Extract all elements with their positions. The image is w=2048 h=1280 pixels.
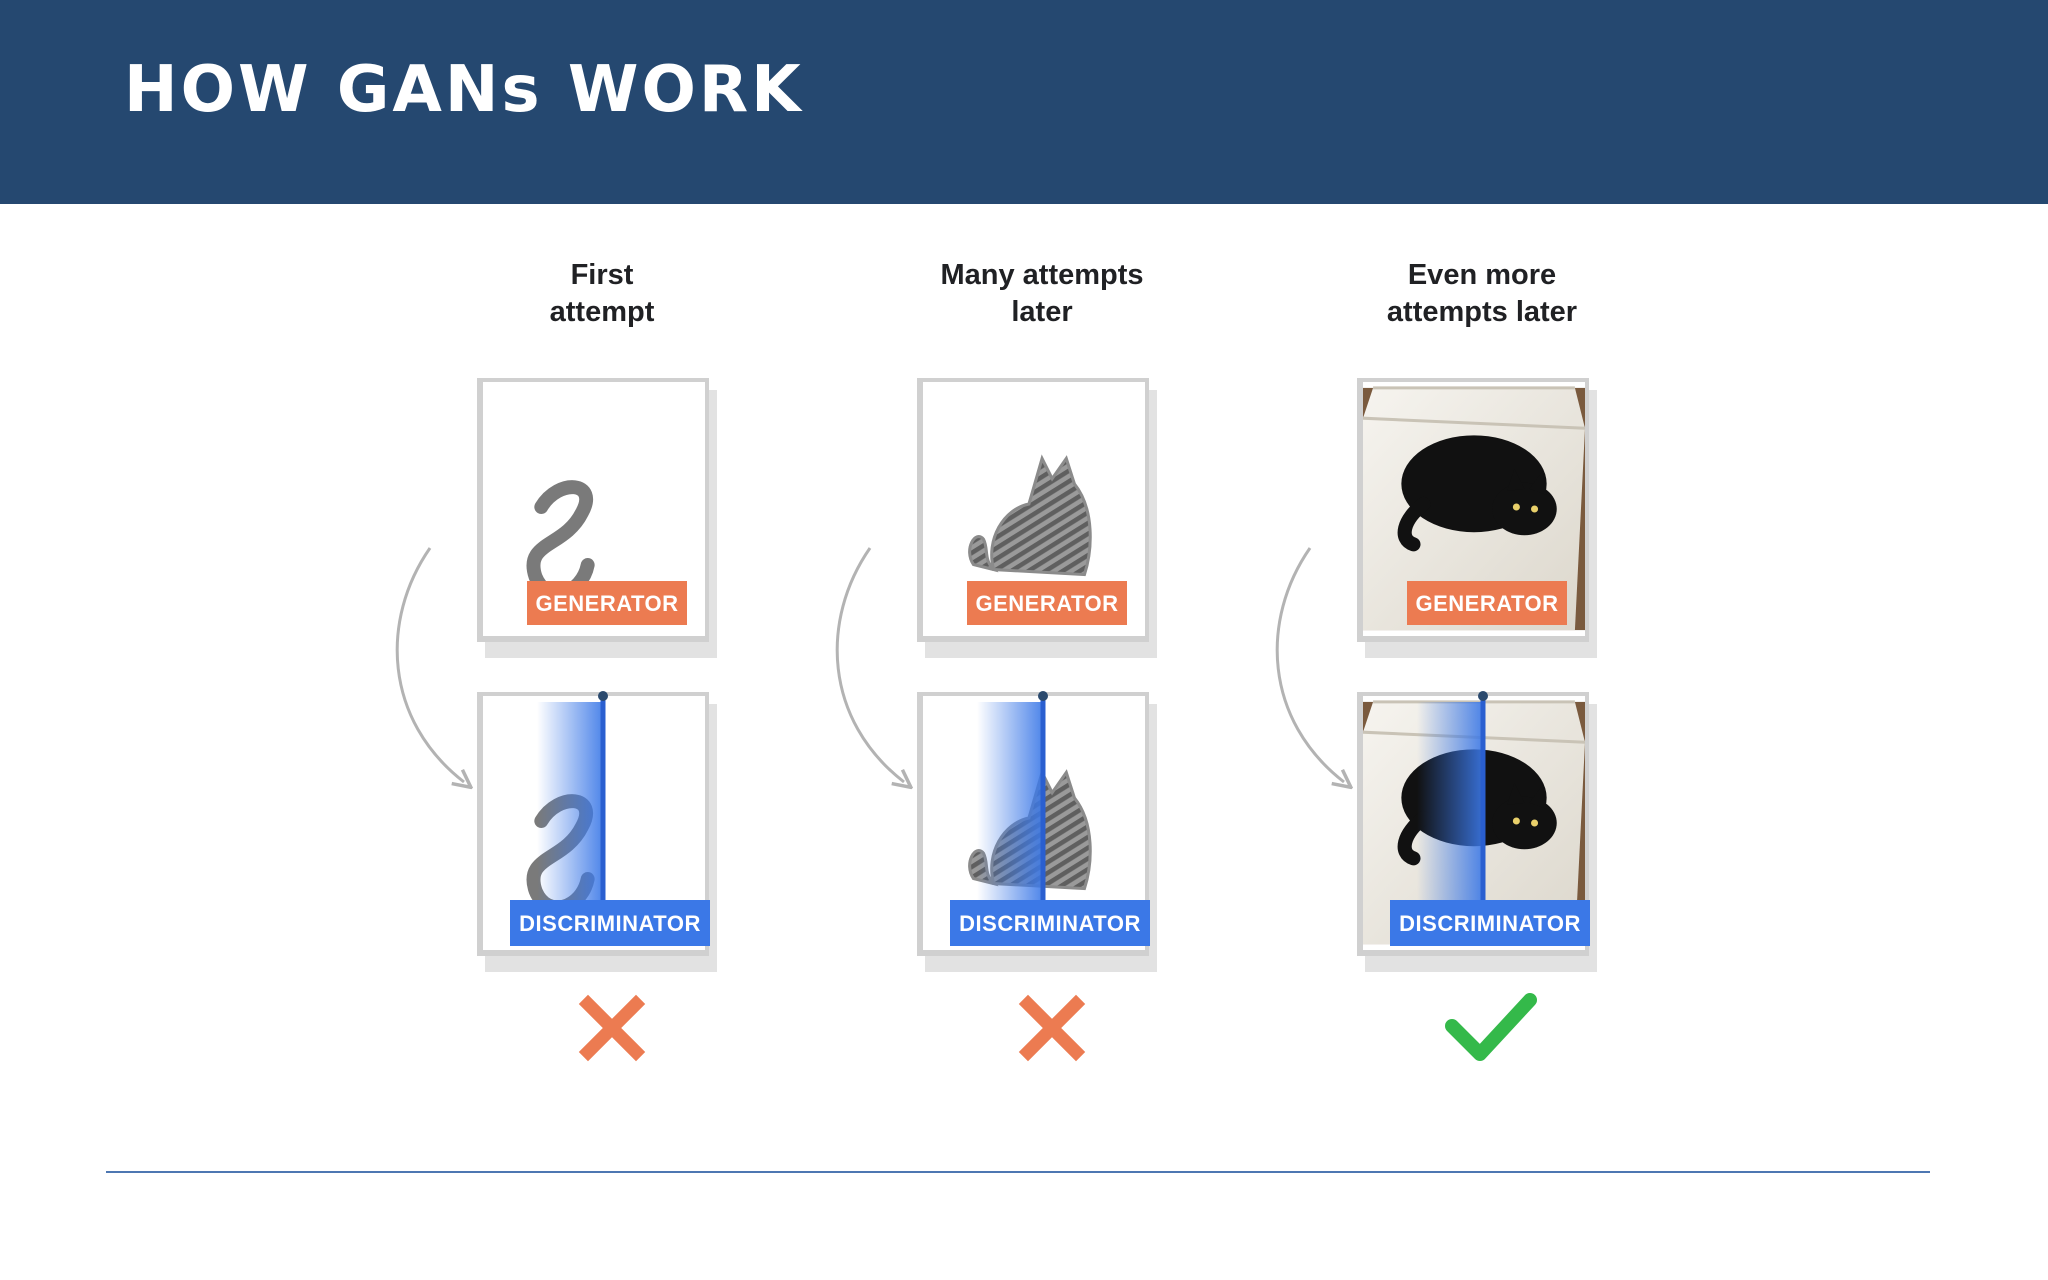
discriminator-label: DISCRIMINATOR [959, 911, 1141, 936]
generator-badge [967, 581, 1127, 625]
stage-title-line-2: attempt [550, 296, 655, 328]
generator-badge [1407, 581, 1567, 625]
stage-title-line-1: First [571, 259, 634, 291]
stage-title-line-1: Even more [1408, 259, 1556, 291]
discriminator-label: DISCRIMINATOR [1399, 911, 1581, 936]
discriminator-scan-band [537, 702, 603, 918]
discriminator-scan-band [1417, 702, 1483, 918]
discriminator-badge [510, 900, 710, 946]
check-icon [1445, 993, 1537, 1061]
discriminator-scan-handle [1478, 691, 1488, 701]
feedback-arrow-icon [835, 547, 904, 782]
footer-divider [106, 1171, 1930, 1173]
cross-icon [1018, 994, 1086, 1062]
generator-label: GENERATOR [535, 591, 678, 616]
generator-badge [527, 581, 687, 625]
slide-title: HOW GANs WORK [124, 53, 804, 127]
feedback-arrow-icon [1275, 547, 1344, 782]
slide-header: HOW GANs WORK [0, 0, 2048, 204]
discriminator-badge [1390, 900, 1590, 946]
discriminator-scan-handle [598, 691, 608, 701]
generator-label: GENERATOR [975, 591, 1118, 616]
feedback-arrow-icon [395, 547, 464, 782]
discriminator-scan-handle [1038, 691, 1048, 701]
discriminator-scan-band [977, 702, 1043, 918]
generator-label: GENERATOR [1415, 591, 1558, 616]
discriminator-badge [950, 900, 1150, 946]
discriminator-label: DISCRIMINATOR [519, 911, 701, 936]
stage-title-line-1: Many attempts [940, 259, 1143, 291]
cross-icon [578, 994, 646, 1062]
stage-title-line-2: attempts later [1387, 296, 1577, 328]
stage-title-line-2: later [1011, 296, 1072, 328]
